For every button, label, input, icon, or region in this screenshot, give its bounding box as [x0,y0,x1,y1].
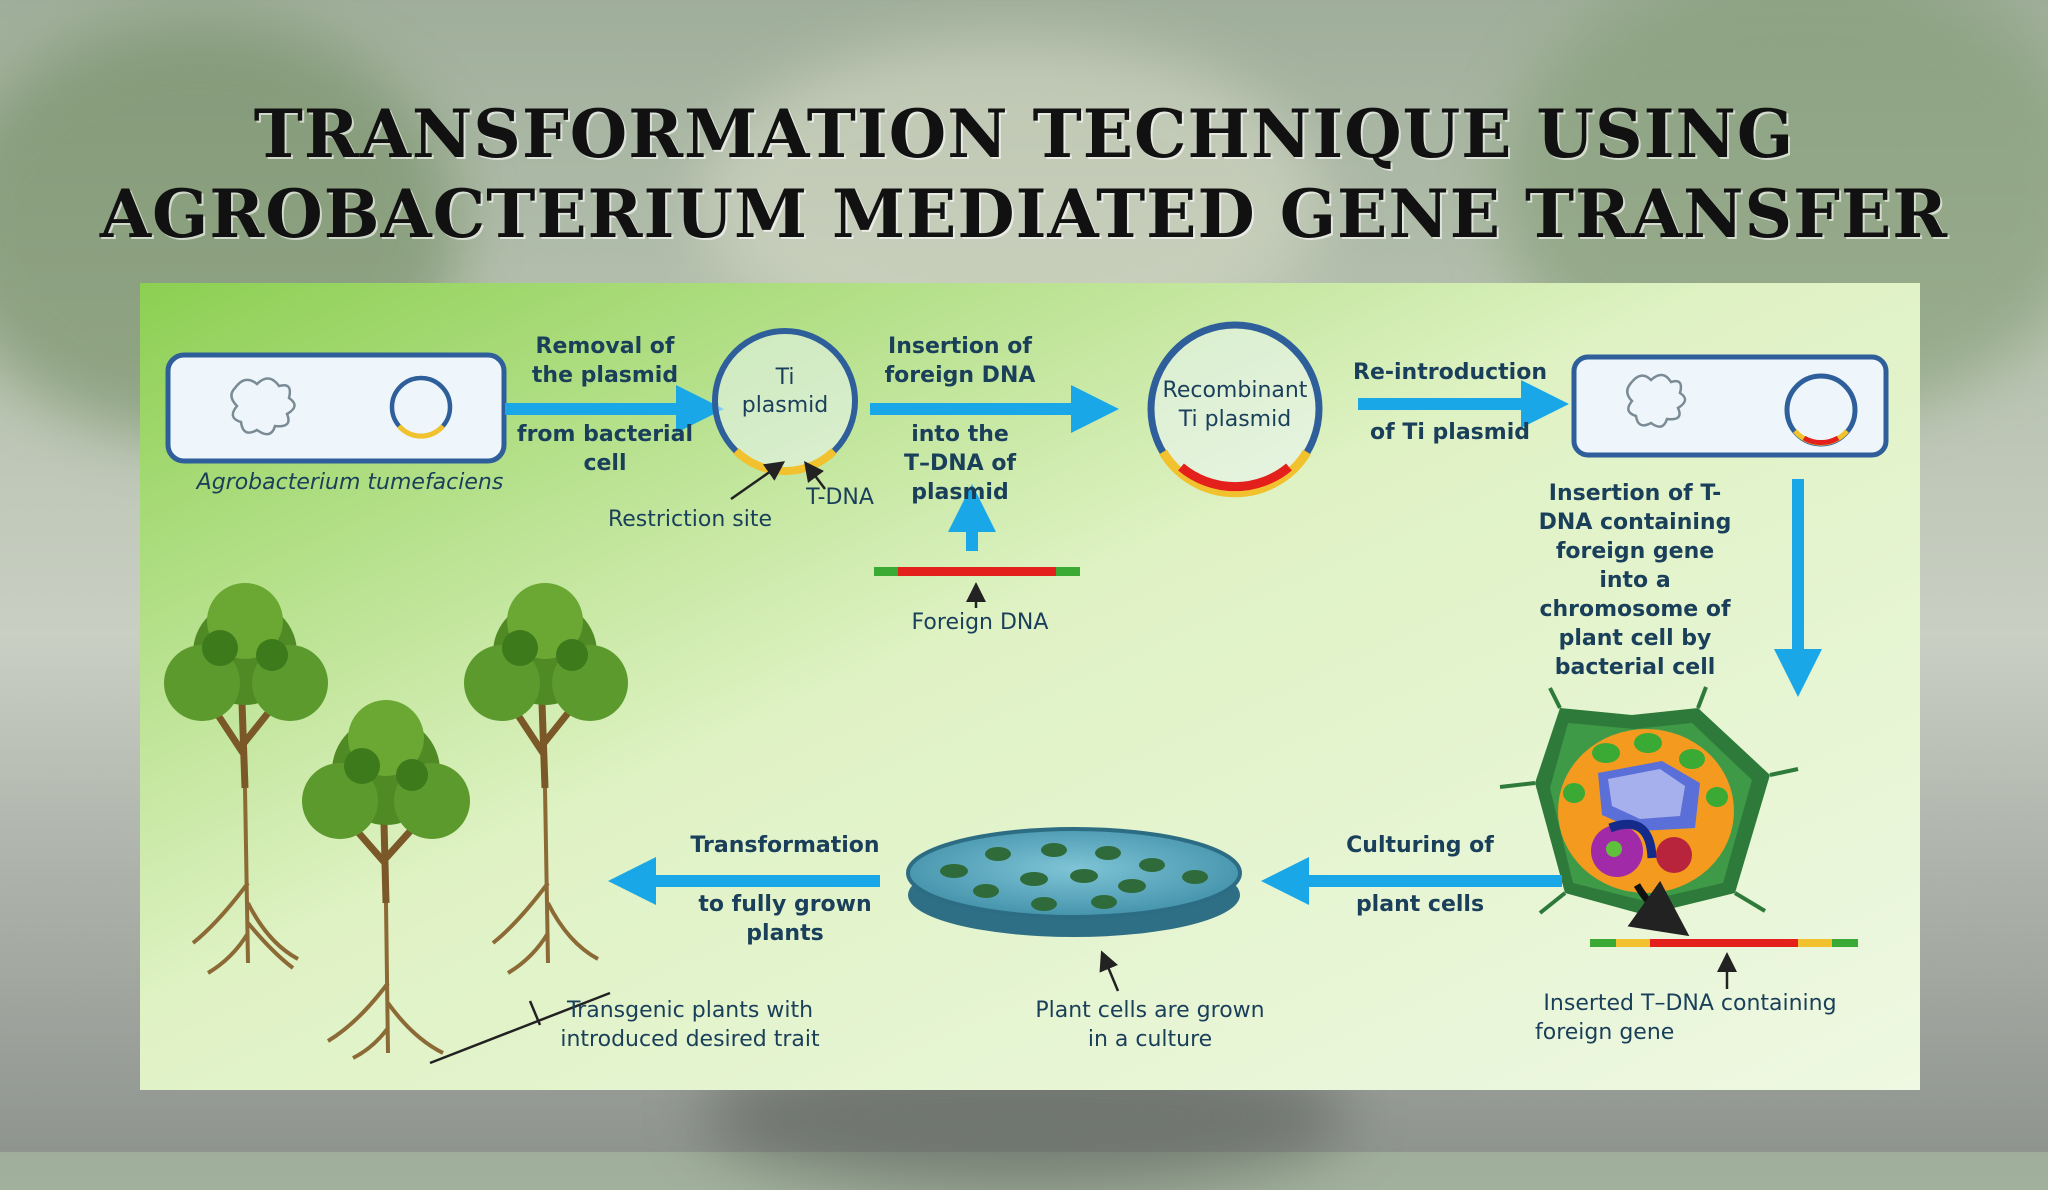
chloroplast [1679,749,1705,769]
chloroplast [1706,787,1728,807]
slide-title-line2: AGROBACTERIUM MEDIATED GENE TRANSFER [99,175,1949,253]
recombinant-foreign-segment [1178,463,1292,492]
restriction-site-label: Restriction site [607,507,773,532]
transgenic-label-line2: introduced desired trait [560,1027,820,1052]
recombinant-label-line2: Ti plasmid [1178,407,1292,432]
bacterial-chromosome-icon [230,377,296,436]
culturing-label-line2: plant cells [1355,892,1485,917]
cell-wall-spike [1696,686,1708,709]
inserted-foreign-gene [1650,939,1798,947]
cell-wall-spike [1548,687,1562,709]
agrobacterium-transformation-diagram: Agrobacterium tumefaciens Removal of the… [140,283,1920,1090]
insertion-label-line2: foreign DNA [884,363,1036,388]
recombinant-bacterium-cell [1571,354,1889,458]
golgi-icon [1656,837,1692,873]
culture-caption-line1: Plant cells are grown [1035,998,1265,1023]
removal-label-line2: the plasmid [531,363,679,388]
cell-wall-spike [1733,891,1767,913]
chloroplast [1563,783,1585,803]
bacterial-chromosome-icon [1626,373,1687,428]
inserted-tdna-end [1590,939,1616,947]
transgenic-tree-middle [302,700,470,1060]
insertion-label-line1: Insertion of [888,334,1032,359]
foreign-dna-end [874,567,898,576]
chloroplast [1592,743,1620,763]
inserted-tdna-end [1832,939,1858,947]
insertion-tdna-label-line3: foreign gene [1555,539,1715,564]
foreign-dna-end [1056,567,1080,576]
transgenic-tree-left [164,583,328,975]
ti-plasmid-label-line1: Ti [775,365,795,390]
culture-pointer [1099,950,1120,992]
insertion-tdna-label-line6: plant cell by [1558,626,1712,651]
recombinant-label-line1: Recombinant [1162,378,1308,403]
ti-plasmid-label-line2: plasmid [741,393,829,418]
tdna-label: T-DNA [806,485,874,510]
transformation-label-line1: Transformation [690,833,880,858]
culture-caption-line2: in a culture [1087,1027,1213,1052]
transgenic-tree-right [464,583,628,975]
insertion-label-line3: into the [911,422,1009,447]
nucleolus-icon [1606,841,1622,857]
reintroduction-label-line1: Re-introduction [1353,360,1547,385]
recombinant-tdna-segment [1159,449,1311,498]
vacuole-highlight [1608,769,1685,819]
plasmid-foreign-segment [1802,435,1840,446]
removal-label-line1: Removal of [535,334,675,359]
cell-wall-spike [1538,891,1567,915]
transgenic-label-line1: Transgenic plants with [566,998,814,1023]
inserted-tdna-label-line1: Inserted T–DNA containing [1543,991,1837,1016]
arrow-insertion-detail [1627,880,1690,937]
insertion-tdna-label-line4: into a [1599,568,1671,593]
transgenic-bracket [429,991,611,1065]
foreign-dna-strand [874,567,1080,576]
cell-wall-spike [1499,781,1536,789]
transformation-label-line2: to fully grown [698,892,872,917]
diagram-graphics [140,283,1920,1090]
cell-wall-spike [1769,767,1799,777]
restriction-site-pointer [730,461,786,501]
removal-label-line3: from bacterial [517,422,693,447]
removal-label-line4: cell [583,451,627,476]
agrobacterium-label: Agrobacterium tumefaciens [196,470,504,495]
insertion-label-line5: plasmid [911,480,1009,505]
slide-title-line1: TRANSFORMATION TECHNIQUE USING [253,95,1795,173]
insertion-tdna-label-line1: Insertion of T- [1548,481,1722,506]
tdna-pointer [804,461,826,490]
chloroplast [1634,733,1662,753]
insertion-tdna-label-line5: chromosome of [1539,597,1731,622]
insertion-label-line4: T–DNA of [903,451,1017,476]
reintroduction-label-line2: of Ti plasmid [1370,420,1530,445]
insertion-tdna-label-line7: bacterial cell [1554,655,1716,680]
plant-cell-colonies [940,843,1208,911]
dna-insertion-path [1608,819,1657,859]
culturing-label-line1: Culturing of [1346,833,1494,858]
foreign-dna-label: Foreign DNA [911,610,1049,635]
agrobacterium-cell [165,352,507,464]
inserted-tdna-label-line2: foreign gene [1535,1020,1675,1045]
insertion-tdna-label-line2: DNA containing [1538,510,1732,535]
transformation-label-line3: plants [746,921,824,946]
plasmid-tdna-segment [397,424,445,439]
